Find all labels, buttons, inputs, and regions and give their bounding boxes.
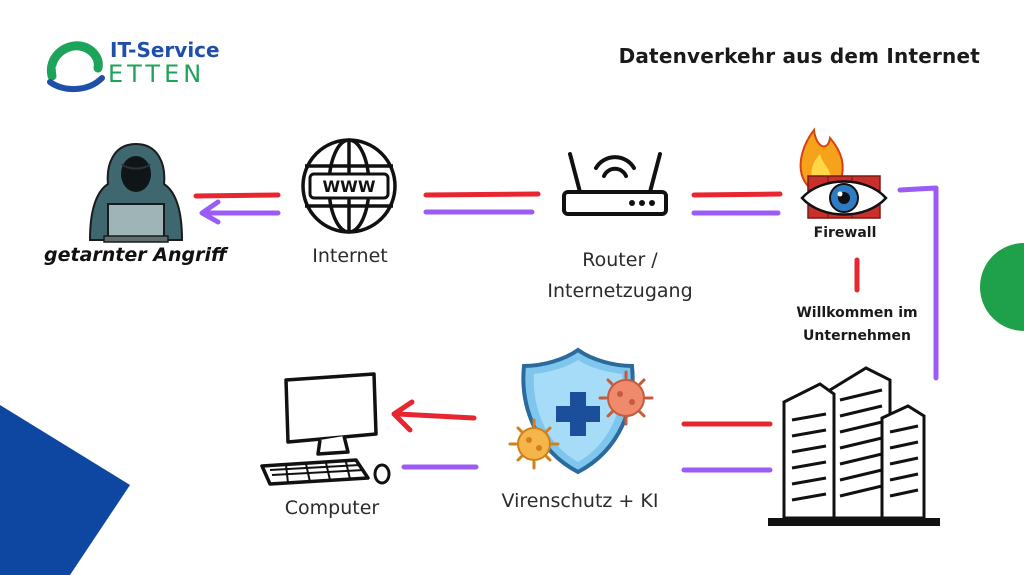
virus-icon-left: [508, 418, 560, 470]
svg-text:WWW: WWW: [323, 177, 376, 196]
office-buildings-icon: [768, 366, 940, 526]
attacker-label: getarnter Angriff: [44, 244, 227, 266]
blue-corner-shape: [0, 405, 130, 575]
logo: [44, 36, 234, 96]
hooded-hacker-icon: [88, 142, 184, 243]
red-line-internet-router: [423, 191, 541, 198]
red-line-router-firewall: [691, 191, 783, 198]
logo-text-line2: ETTEN: [108, 60, 206, 88]
red-line-internet-attacker: [193, 192, 281, 199]
virus-icon-right: [598, 370, 654, 426]
firewall-label: Firewall: [813, 225, 877, 241]
red-arrow-to-computer: [391, 399, 477, 433]
purple-bracket-firewall-company: [897, 185, 939, 381]
shield-virus-icon: [508, 347, 654, 475]
fire-eye-icon: [799, 127, 888, 219]
router-label: Router / Internetzugang: [547, 249, 693, 302]
internet-label: Internet: [312, 245, 388, 267]
antivirus-label: Virenschutz + KI: [501, 490, 659, 512]
purple-arrow-to-attacker: [199, 199, 281, 225]
logo-text-line1: IT-Service: [110, 38, 220, 62]
computer-icon: [260, 372, 391, 486]
company-label: Willkommen im Unternehmen: [796, 305, 918, 344]
green-edge-circle: [980, 243, 1024, 331]
computer-label: Computer: [284, 497, 380, 519]
page-title: Datenverkehr aus dem Internet: [618, 44, 980, 68]
logo-icon: [46, 41, 105, 92]
globe-www-icon: WWW: [301, 138, 397, 234]
router-icon: [562, 152, 668, 216]
